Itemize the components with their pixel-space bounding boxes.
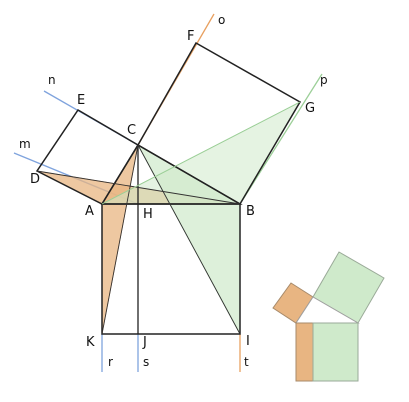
label-point-f: F [187,29,194,44]
label-line-o: o [218,13,225,27]
inset-square-bottom-right [312,322,359,382]
label-point-k: K [86,335,95,350]
label-line-r: r [108,355,113,369]
label-line-t: t [244,355,249,369]
label-line-p: p [320,73,328,87]
label-point-i: I [246,334,250,349]
label-point-d: D [30,172,40,187]
line-p [239,73,323,205]
label-point-c: C [127,123,136,138]
label-line-s: s [143,355,149,369]
label-point-e: E [77,93,85,108]
inset-diagram [272,251,385,382]
label-point-a: A [85,204,94,219]
label-point-j: J [142,335,147,350]
segment-ag [101,101,301,205]
label-point-h: H [143,207,153,222]
square-acd [35,108,140,205]
inset-square-bottom-left [295,322,314,382]
label-point-b: B [246,204,255,219]
label-point-g: G [305,101,315,116]
segment-ck [101,144,139,335]
segment-bd [36,170,241,205]
label-line-n: n [48,73,56,87]
label-line-m: m [19,137,31,151]
